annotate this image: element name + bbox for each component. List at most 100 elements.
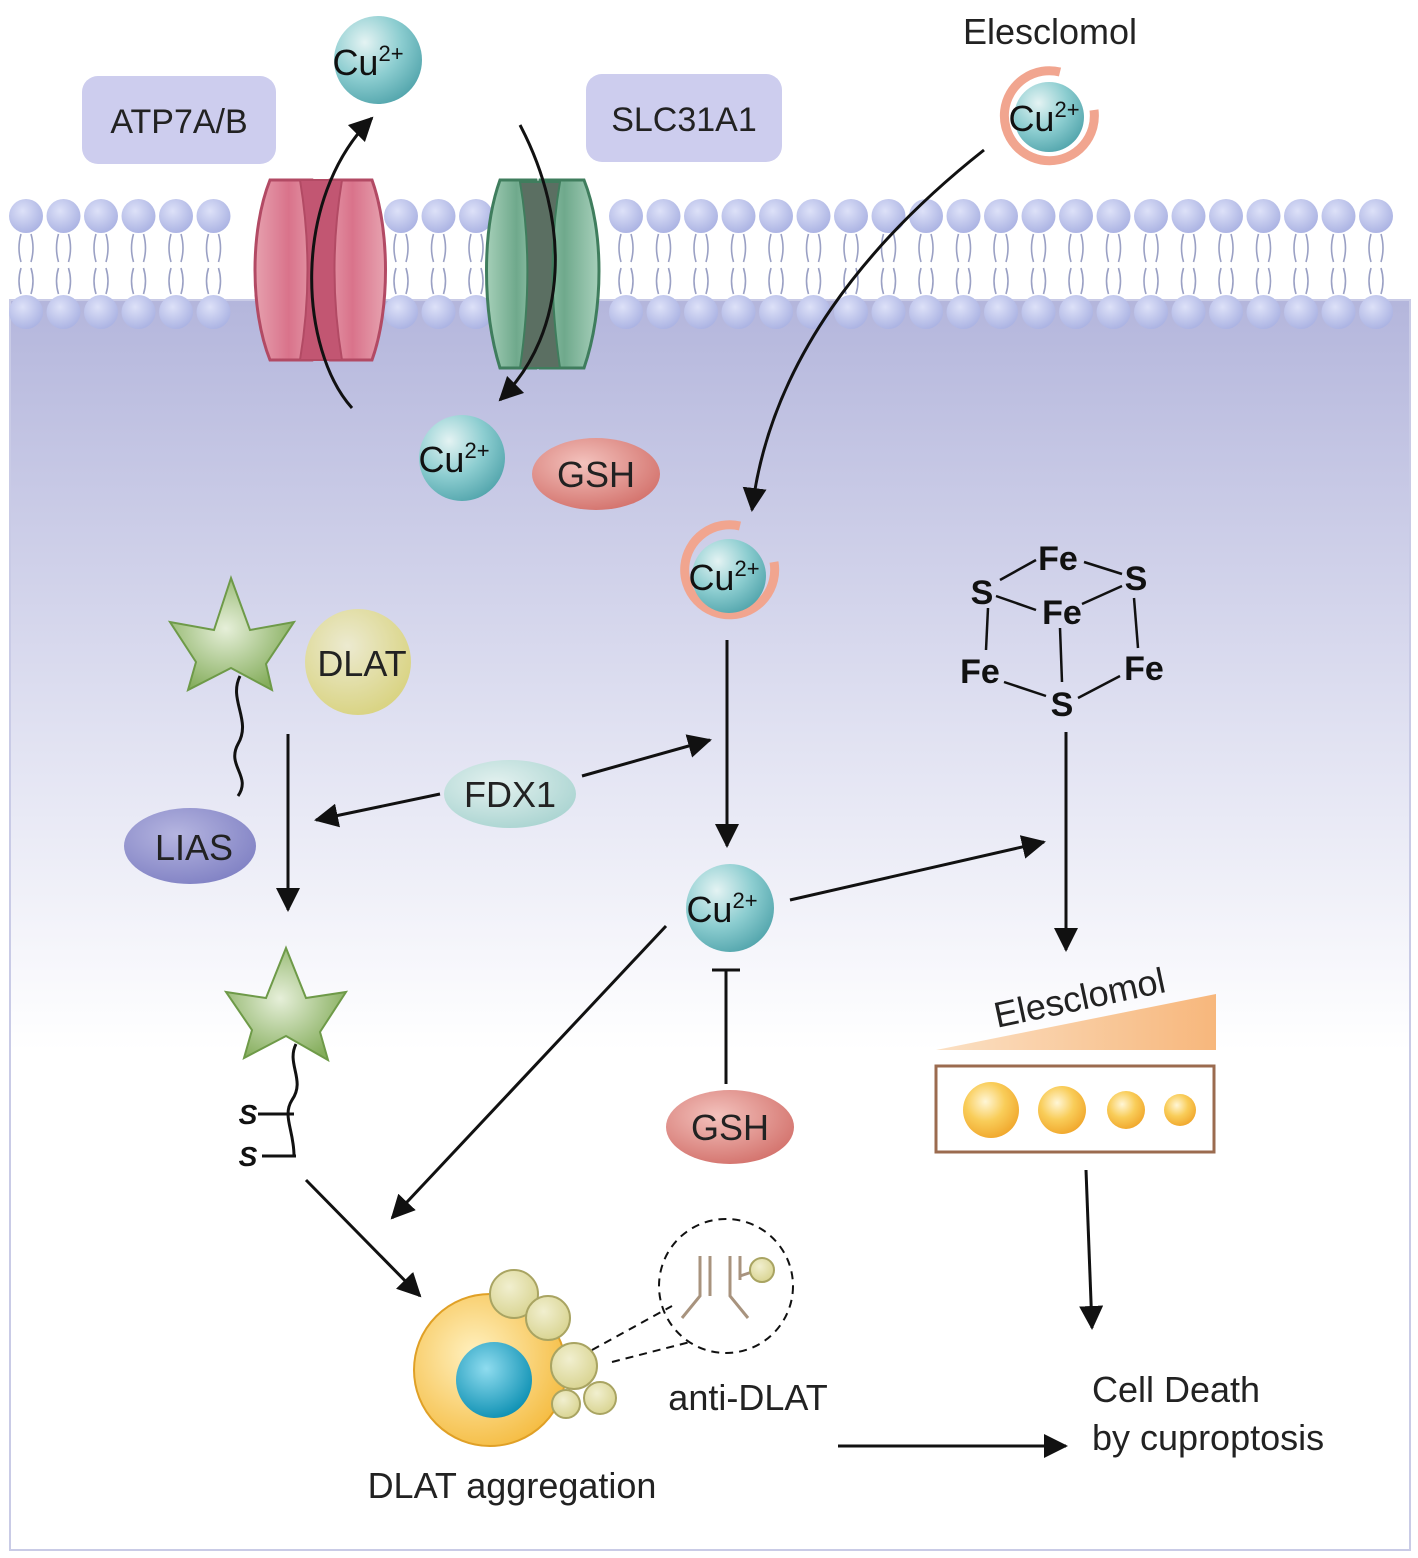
lipid-tail	[892, 233, 897, 263]
lipid-tail	[480, 233, 484, 263]
lipid-tail	[1155, 233, 1159, 263]
lipid-tail	[742, 233, 747, 263]
lipid-head	[984, 295, 1018, 329]
lipid-head	[984, 199, 1018, 233]
lipid-tail	[843, 233, 847, 263]
svg-text:DLAT: DLAT	[317, 643, 406, 684]
lipoyl-star-icon-bottom: S S	[223, 945, 349, 1172]
lipid-tail	[1117, 233, 1122, 263]
lipid-tail	[18, 233, 22, 263]
lipid-head	[9, 199, 43, 233]
antibody-antigen	[749, 1257, 775, 1283]
lipid-tail	[1342, 267, 1347, 295]
lipid-tail	[30, 267, 34, 295]
elesclomol-top-label: Elesclomol	[963, 11, 1137, 52]
lipid-tail	[18, 267, 22, 295]
lipid-tail	[1267, 267, 1272, 295]
arrow-lipoylated-to-aggregation	[304, 1178, 422, 1298]
dose-ball-3	[1107, 1091, 1145, 1129]
arrow-cu-to-aggregation	[390, 924, 668, 1220]
lipid-head	[459, 199, 493, 233]
cu-ion-central: Cu2+	[686, 864, 774, 952]
lipid-tail	[442, 233, 447, 263]
svg-text:S: S	[1125, 560, 1148, 598]
svg-text:GSH: GSH	[557, 454, 635, 495]
lipid-tail	[168, 267, 172, 295]
lipid-tail	[1293, 233, 1297, 263]
lipid-tail	[480, 267, 484, 295]
lipid-head	[721, 199, 756, 233]
sulfur-label-1: S	[239, 1099, 258, 1130]
lipid-head	[1171, 295, 1206, 329]
lipid-head	[1209, 199, 1243, 233]
atp7-label: ATP7A/B	[110, 103, 247, 141]
lipid-tail	[1030, 267, 1035, 295]
cell-icon	[413, 1269, 617, 1447]
antibody-icon	[680, 1256, 753, 1319]
lipid-tail	[1330, 233, 1335, 263]
lipid-tail	[442, 267, 447, 295]
lipid-head	[721, 295, 756, 329]
lipid-head	[84, 199, 118, 233]
elesclomol-cu-complex-top: Cu2+	[999, 66, 1099, 166]
lipid-head	[946, 295, 981, 329]
lipid-tail	[618, 267, 622, 295]
lipid-head	[1134, 199, 1168, 233]
lipid-tail	[1305, 267, 1309, 295]
lipid-head	[646, 295, 681, 329]
lipid-tail	[993, 233, 997, 263]
lipid-head	[871, 199, 906, 233]
lipid-head	[684, 199, 718, 233]
lipid-tail	[1368, 233, 1372, 263]
svg-text:GSH: GSH	[691, 1107, 769, 1148]
lipid-tail	[780, 233, 784, 263]
antibody-zoom-lines	[591, 1305, 691, 1363]
fdx1-node: FDX1	[444, 760, 576, 828]
lipid-tail	[630, 267, 634, 295]
lipid-head	[421, 199, 456, 233]
lipid-tail	[1005, 233, 1009, 263]
lipid-head	[684, 295, 718, 329]
svg-text:Fe: Fe	[1038, 540, 1078, 578]
lipid-head	[159, 199, 193, 233]
svg-text:Fe: Fe	[1042, 594, 1082, 632]
lipid-head	[1021, 295, 1056, 329]
svg-text:S: S	[971, 574, 994, 612]
dose-ball-2	[1038, 1086, 1086, 1134]
lipid-tail	[217, 267, 222, 295]
lipid-head	[46, 199, 81, 233]
lipid-tail	[655, 233, 660, 263]
lipid-head	[1321, 199, 1356, 233]
lipid-tail	[693, 267, 697, 295]
lipid-tail	[855, 233, 859, 263]
lipid-head	[609, 295, 643, 329]
arrow-dose-to-death	[1079, 1169, 1104, 1330]
lipid-tail	[205, 267, 210, 295]
lipid-head	[121, 199, 156, 233]
lipid-tail	[1180, 233, 1185, 263]
lipid-head	[196, 295, 231, 329]
lipid-tail	[1080, 267, 1084, 295]
lipid-tail	[1080, 233, 1084, 263]
lipid-tail	[393, 233, 397, 263]
slc31a1-transporter-icon	[485, 178, 601, 370]
lipid-tail	[1042, 233, 1047, 263]
lipid-head	[84, 295, 118, 329]
svg-text:Cu2+: Cu2+	[686, 888, 757, 930]
lipid-tail	[918, 233, 922, 263]
antibody-zoom-circle	[658, 1218, 794, 1354]
lipid-tail	[805, 233, 810, 263]
lipid-tail	[843, 267, 847, 295]
lipid-tail	[67, 233, 72, 263]
lipid-head	[1059, 295, 1093, 329]
lipid-tail	[705, 233, 709, 263]
lipid-tail	[1305, 233, 1309, 263]
lipid-tail	[1068, 267, 1072, 295]
lipid-head	[759, 199, 793, 233]
lias-node: LIAS	[124, 808, 256, 884]
lipid-tail	[742, 267, 747, 295]
lipid-tail	[205, 233, 210, 263]
lipid-head	[871, 295, 906, 329]
lipid-tail	[1267, 233, 1272, 263]
